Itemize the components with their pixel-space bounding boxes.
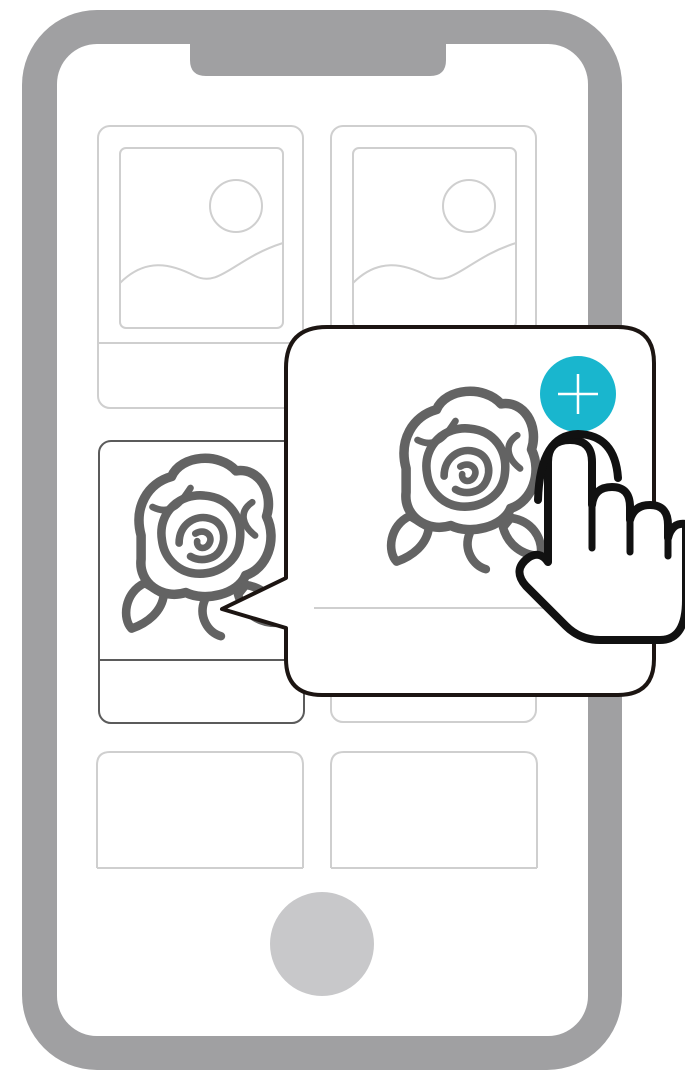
phone-notch xyxy=(190,44,446,76)
add-button[interactable] xyxy=(540,356,616,432)
card-empty-2[interactable] xyxy=(331,752,537,868)
image-card-1[interactable] xyxy=(98,126,303,408)
card-empty-1[interactable] xyxy=(97,752,303,868)
home-button[interactable] xyxy=(270,892,374,996)
